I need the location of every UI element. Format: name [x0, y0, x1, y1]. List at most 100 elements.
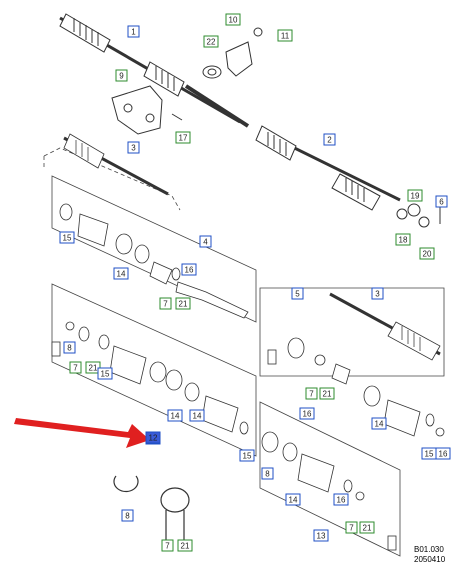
part-callout-12[interactable]: 12 — [145, 431, 161, 444]
part-callout-22[interactable]: 22 — [203, 35, 219, 48]
part-callout-20[interactable]: 20 — [419, 247, 435, 260]
callout-box — [395, 233, 411, 246]
part-callout-14[interactable]: 14 — [113, 267, 129, 280]
callout-box — [177, 539, 193, 552]
callout-label: 21 — [323, 390, 332, 399]
callout-box — [371, 287, 384, 300]
callout-box — [121, 509, 134, 522]
callout-label: 15 — [425, 450, 434, 459]
callout-box — [115, 69, 128, 82]
part-callout-8[interactable]: 8 — [121, 509, 134, 522]
callout-label: 12 — [149, 434, 158, 443]
part-callout-15[interactable]: 15 — [97, 367, 113, 380]
callout-label: 5 — [295, 290, 300, 299]
part-callout-7[interactable]: 7 — [159, 297, 172, 310]
part-callout-8[interactable]: 8 — [63, 341, 76, 354]
callout-box — [59, 231, 75, 244]
part-callout-3[interactable]: 3 — [371, 287, 384, 300]
part-callout-14[interactable]: 14 — [167, 409, 183, 422]
part-callout-6[interactable]: 6 — [435, 195, 448, 208]
callout-box — [313, 529, 329, 542]
part-callout-15[interactable]: 15 — [59, 231, 75, 244]
part-callout-7[interactable]: 7 — [161, 539, 174, 552]
part-callout-10[interactable]: 10 — [225, 13, 241, 26]
part-callout-21[interactable]: 21 — [359, 521, 375, 534]
callout-box — [175, 131, 191, 144]
part-callout-16[interactable]: 16 — [299, 407, 315, 420]
callout-label: 4 — [203, 238, 208, 247]
callout-label: 7 — [165, 542, 170, 551]
callout-label: 7 — [309, 390, 314, 399]
callout-box — [419, 247, 435, 260]
part-callout-7[interactable]: 7 — [305, 387, 318, 400]
callout-box — [285, 493, 301, 506]
part-callout-21[interactable]: 21 — [319, 387, 335, 400]
callout-box — [345, 521, 358, 534]
left-shaft-panel — [43, 133, 181, 211]
panel-5 — [259, 287, 445, 385]
part-callout-9[interactable]: 9 — [115, 69, 128, 82]
callout-box — [333, 493, 349, 506]
upper-shaft-assembly — [59, 13, 441, 228]
part-callout-17[interactable]: 17 — [175, 131, 191, 144]
part-callout-8[interactable]: 8 — [261, 467, 274, 480]
callout-label: 16 — [337, 496, 346, 505]
panel-4 — [51, 175, 257, 323]
callout-label: 7 — [73, 364, 78, 373]
callout-box — [359, 521, 375, 534]
callout-label: 1 — [131, 28, 136, 37]
callout-box — [161, 539, 174, 552]
reference-code: B01.030 — [414, 545, 444, 554]
callout-box — [199, 235, 212, 248]
callout-label: 14 — [375, 420, 384, 429]
callout-box — [203, 35, 219, 48]
part-callout-1[interactable]: 1 — [127, 25, 140, 38]
callout-box — [175, 297, 191, 310]
callout-box — [189, 409, 205, 422]
callout-label: 15 — [63, 234, 72, 243]
part-callout-3[interactable]: 3 — [127, 141, 140, 154]
part-callout-7[interactable]: 7 — [69, 361, 82, 374]
callout-box — [225, 13, 241, 26]
callout-label: 11 — [281, 32, 290, 41]
loose-clips — [113, 475, 190, 540]
callout-label: 15 — [101, 370, 110, 379]
part-callout-16[interactable]: 16 — [333, 493, 349, 506]
callout-box — [127, 25, 140, 38]
callout-label: 21 — [179, 300, 188, 309]
part-callout-14[interactable]: 14 — [189, 409, 205, 422]
part-callout-4[interactable]: 4 — [199, 235, 212, 248]
part-callout-16[interactable]: 16 — [181, 263, 197, 276]
callout-label: 21 — [89, 364, 98, 373]
callout-box — [435, 447, 451, 460]
callout-label: 8 — [125, 512, 130, 521]
part-callout-21[interactable]: 21 — [177, 539, 193, 552]
callout-label: 14 — [117, 270, 126, 279]
callout-box — [63, 341, 76, 354]
callout-label: 6 — [439, 198, 444, 207]
part-callout-11[interactable]: 11 — [277, 29, 293, 42]
part-callout-5[interactable]: 5 — [291, 287, 304, 300]
callout-label: 22 — [207, 38, 216, 47]
callout-box — [239, 449, 255, 462]
part-callout-14[interactable]: 14 — [285, 493, 301, 506]
part-callout-7[interactable]: 7 — [345, 521, 358, 534]
callout-box — [127, 141, 140, 154]
part-callout-14[interactable]: 14 — [371, 417, 387, 430]
part-callout-18[interactable]: 18 — [395, 233, 411, 246]
part-callout-15[interactable]: 15 — [421, 447, 437, 460]
callout-box — [435, 195, 448, 208]
part-callout-15[interactable]: 15 — [239, 449, 255, 462]
part-callout-2[interactable]: 2 — [323, 133, 336, 146]
callout-label: 3 — [131, 144, 136, 153]
callout-box — [323, 133, 336, 146]
callout-label: 14 — [171, 412, 180, 421]
callout-box — [305, 387, 318, 400]
part-callout-13[interactable]: 13 — [313, 529, 329, 542]
part-callout-19[interactable]: 19 — [407, 189, 423, 202]
callout-label: 7 — [349, 524, 354, 533]
part-callout-16[interactable]: 16 — [435, 447, 451, 460]
pointer-arrow-icon — [14, 418, 150, 448]
part-callout-21[interactable]: 21 — [175, 297, 191, 310]
